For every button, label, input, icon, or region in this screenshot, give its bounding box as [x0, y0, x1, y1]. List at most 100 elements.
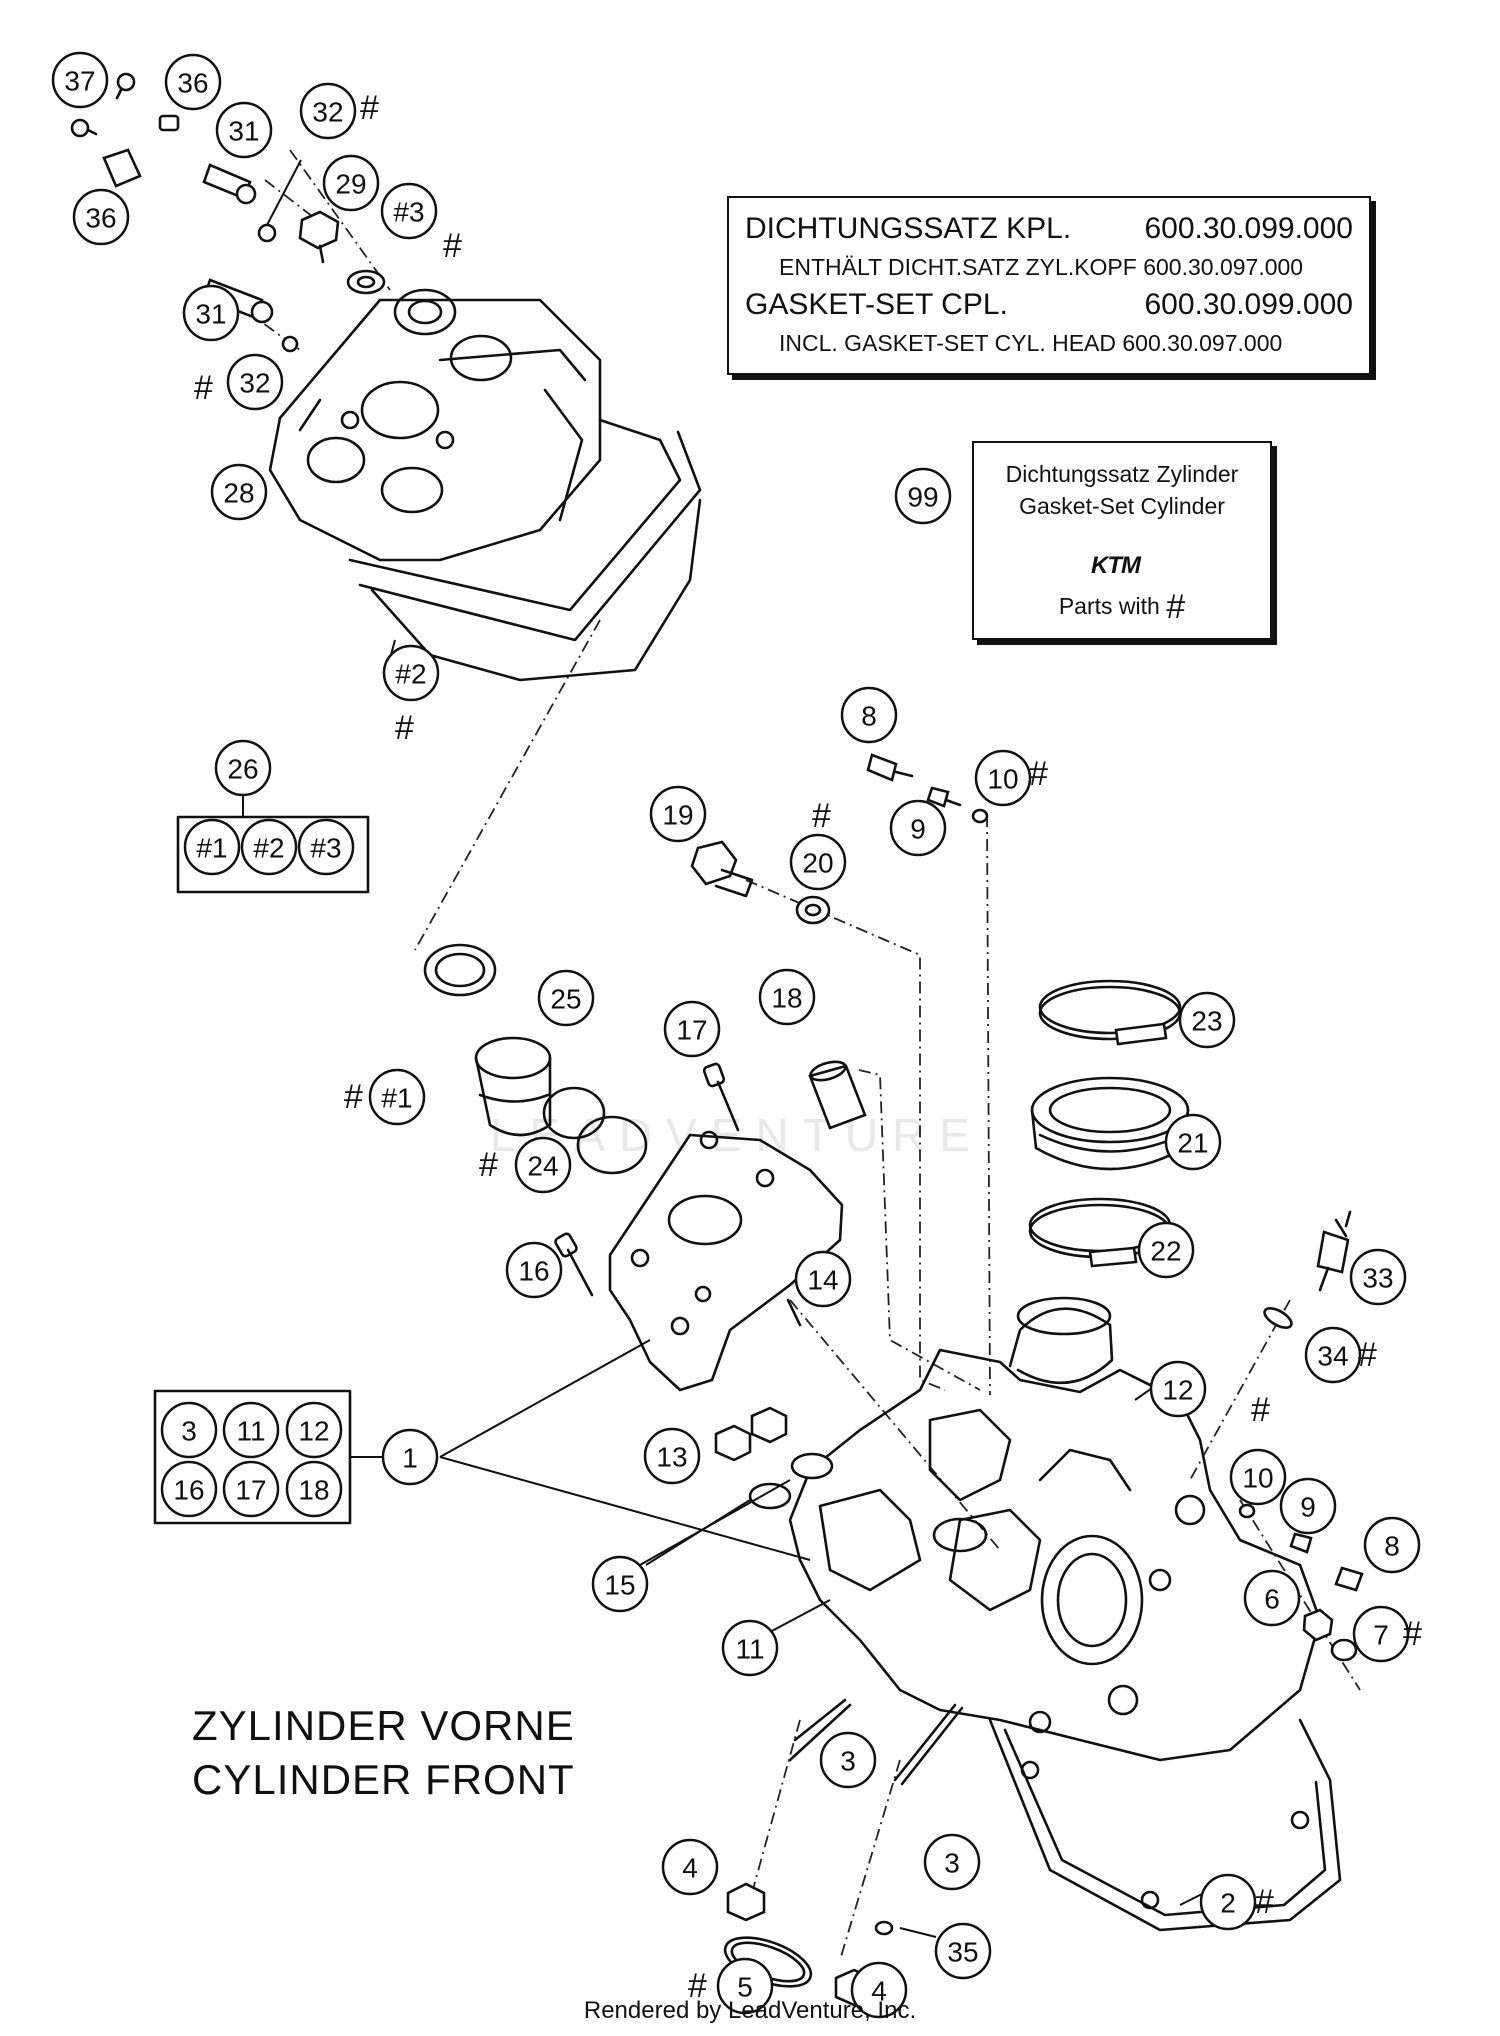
fitting-31-upper — [202, 163, 257, 205]
callout-18: 18 — [285, 1460, 343, 1518]
callout-4: 4 — [850, 1961, 908, 2019]
callout-label: 20 — [802, 848, 833, 879]
callout-circle — [661, 1838, 719, 1896]
callout-label: 28 — [223, 478, 254, 509]
callout-33: 33 — [1349, 1248, 1407, 1306]
callout-label: 31 — [228, 116, 259, 147]
callout-label: 16 — [518, 1256, 549, 1287]
callout-circle — [382, 644, 440, 702]
callout-circle — [222, 1460, 280, 1518]
washers-15 — [748, 1452, 834, 1510]
pin-14 — [786, 1298, 802, 1327]
callout-circle — [794, 1250, 852, 1308]
valve-cover-28 — [268, 288, 702, 642]
callout-12: 12 — [1149, 1360, 1207, 1418]
callout-11: 11 — [222, 1401, 280, 1459]
callout-label: 36 — [85, 203, 116, 234]
intake-rubber-21 — [1030, 1076, 1190, 1171]
callout-circle — [537, 969, 595, 1027]
callout-21: 21 — [1164, 1113, 1222, 1171]
callout-label: 9 — [910, 814, 926, 845]
callout-26: 26 — [214, 739, 272, 797]
callout-label: 8 — [1384, 1531, 1400, 1562]
camshaft-bridge — [608, 1130, 844, 1392]
callout-circle — [716, 1957, 774, 2015]
callout-23: 23 — [1178, 991, 1236, 1049]
callout-label: 33 — [1362, 1263, 1393, 1294]
callout-circle — [663, 1000, 721, 1058]
callout-label: 17 — [235, 1475, 266, 1506]
gasket-set-en-line: GASKET-SET CPL. 600.30.099.000 — [745, 288, 1353, 322]
temperature-sensor-33 — [1316, 1210, 1352, 1292]
callout-35: 35 — [934, 1922, 992, 1980]
callout-circle — [240, 818, 298, 876]
callout-9: 9 — [889, 799, 947, 857]
callout-label: 5 — [737, 1972, 753, 2003]
callout-15: 15 — [591, 1555, 649, 1613]
callout-circle — [1164, 1113, 1222, 1171]
callout-label: 35 — [947, 1937, 978, 1968]
cylinder-box-parts-with: Parts with # — [974, 588, 1270, 627]
callout-label: 3 — [840, 1746, 856, 1777]
callout-label: 99 — [907, 482, 938, 513]
gasket-set-de-sub: ENTHÄLT DICHT.SATZ ZYL.KOPF 600.30.097.0… — [779, 254, 1304, 280]
callout-circle — [160, 1401, 218, 1459]
callout-label: #2 — [253, 833, 284, 864]
callout-circle — [285, 1460, 343, 1518]
callout-10: 10 — [1229, 1448, 1287, 1506]
callout-7: 7 — [1352, 1605, 1410, 1663]
spark-plug-tube-25 — [474, 1036, 552, 1137]
leader-lines — [266, 159, 1211, 1938]
footer-credit: Rendered by LeadVenture, Inc. — [583, 1997, 917, 2024]
callout-37: 37 — [51, 51, 109, 109]
callout-3: 3 — [923, 1833, 981, 1891]
gasket-set-mark: # — [395, 709, 414, 747]
callout-h3: #3 — [380, 182, 438, 240]
callout-label: 36 — [177, 68, 208, 99]
fitting-18 — [808, 1060, 867, 1130]
gasket-set-mark: # — [688, 1967, 707, 2005]
callout-label: 12 — [298, 1416, 329, 1447]
gasket-ring-1 — [423, 943, 497, 997]
gasket-set-info-box: DICHTUNGSSATZ KPL. 600.30.099.000 ENTHÄL… — [727, 196, 1371, 375]
callout-19: 19 — [649, 785, 707, 843]
callout-label: 12 — [1162, 1375, 1193, 1406]
callout-label: 15 — [604, 1570, 635, 1601]
o-ring-32-upper — [257, 223, 277, 243]
sensor-8-right — [1334, 1566, 1364, 1592]
gasket-set-mark: # — [1358, 1336, 1377, 1374]
gasket-set-mark: # — [443, 227, 462, 265]
callout-label: 32 — [239, 368, 270, 399]
callout-circle — [1243, 1569, 1301, 1627]
callout-label: 18 — [771, 983, 802, 1014]
watermark: LEADVENTURE — [490, 1109, 984, 1161]
callout-29: 29 — [322, 154, 380, 212]
callout-label: #1 — [196, 833, 227, 864]
callout-circle — [1279, 1477, 1337, 1535]
callout-circle — [505, 1241, 563, 1299]
callout-circle — [789, 833, 847, 891]
gasket-set-mark: # — [194, 369, 213, 407]
callout-circle — [380, 182, 438, 240]
callout-label: 8 — [861, 701, 877, 732]
nuts-13 — [714, 1406, 788, 1462]
parts-with-label: Parts with — [1058, 593, 1160, 619]
callout-circle — [215, 101, 273, 159]
gasket-set-en-part: 600.30.099.000 — [1144, 288, 1353, 321]
bolt-9-top — [926, 786, 962, 808]
callout-circle — [299, 82, 357, 140]
gasket-set-mark: # — [479, 1146, 498, 1184]
callout-label: 29 — [335, 169, 366, 200]
washer-20 — [795, 895, 831, 925]
callout-label: 13 — [656, 1442, 687, 1473]
cylinder-head — [788, 1296, 1322, 1762]
callout-label: 22 — [1150, 1236, 1181, 1267]
callout-11: 11 — [721, 1619, 779, 1677]
callout-31: 31 — [215, 101, 273, 159]
callout-circle — [1137, 1221, 1195, 1279]
callout-3: 3 — [160, 1401, 218, 1459]
callout-4: 4 — [661, 1838, 719, 1896]
callout-label: #3 — [393, 197, 424, 228]
callout-label: 21 — [1177, 1128, 1208, 1159]
